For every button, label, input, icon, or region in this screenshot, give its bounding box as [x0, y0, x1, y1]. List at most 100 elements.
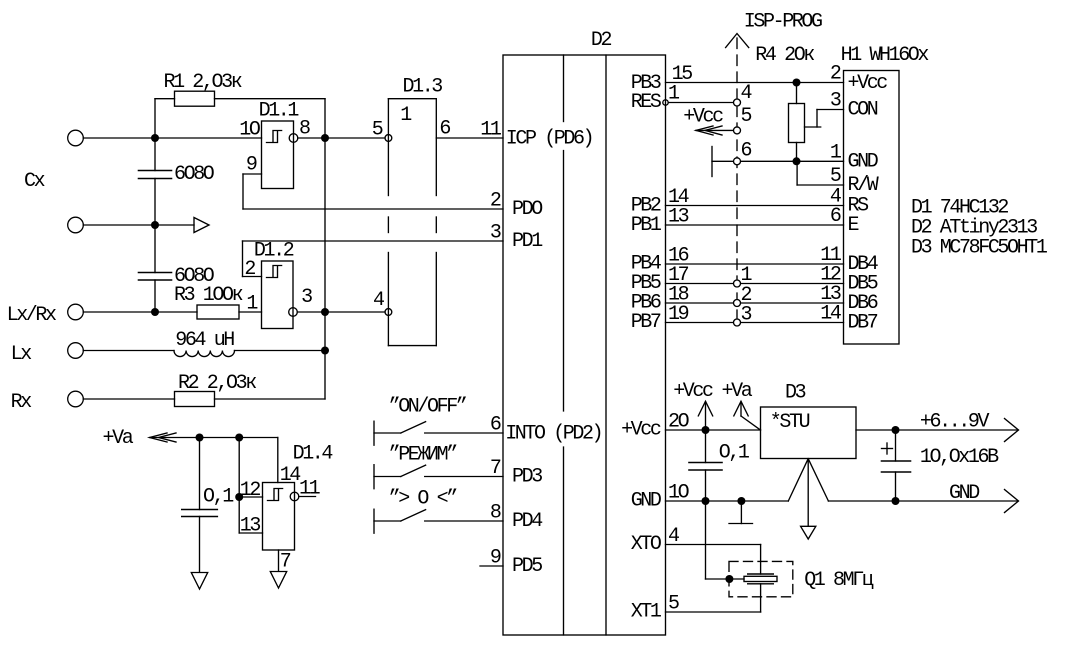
svg-text:*STU: *STU [770, 411, 810, 434]
svg-text:3: 3 [301, 286, 312, 309]
svg-text:+Va: +Va [722, 380, 753, 403]
svg-text:E: E [848, 214, 859, 237]
svg-text:2: 2 [830, 63, 841, 86]
svg-text:1O: 1O [668, 482, 689, 505]
svg-text:1O,Ox16В: 1O,Ox16В [920, 446, 999, 469]
svg-text:14: 14 [668, 186, 689, 209]
svg-text:Q1 8МГц: Q1 8МГц [804, 569, 874, 592]
svg-text:+Vcc: +Vcc [848, 72, 888, 95]
svg-text:R1 2,O3к: R1 2,O3к [164, 71, 242, 94]
svg-text:964 uH: 964 uH [175, 329, 234, 352]
svg-text:6O8O: 6O8O [174, 163, 214, 186]
svg-text:6: 6 [830, 205, 841, 228]
svg-text:R/W: R/W [848, 174, 879, 197]
svg-text:6: 6 [741, 140, 752, 163]
svg-text:DB6: DB6 [848, 292, 878, 315]
svg-text:14: 14 [280, 464, 301, 487]
svg-text:PB2: PB2 [631, 195, 661, 218]
svg-text:7: 7 [490, 457, 501, 480]
svg-text:ISP-PROG: ISP-PROG [744, 11, 822, 34]
svg-text:+Vcc: +Vcc [683, 106, 723, 129]
svg-text:13: 13 [820, 283, 841, 306]
svg-text:13: 13 [240, 515, 261, 538]
svg-text:+Vcc: +Vcc [673, 380, 713, 403]
svg-text:5: 5 [668, 593, 679, 616]
svg-text:6O8O: 6O8O [174, 265, 214, 288]
svg-text:PD3: PD3 [512, 466, 542, 489]
svg-text:PD4: PD4 [512, 510, 542, 533]
svg-text:H1 WH16Ox: H1 WH16Ox [841, 44, 930, 67]
svg-text:DB5: DB5 [848, 273, 878, 296]
svg-text:CON: CON [848, 99, 878, 122]
svg-text:9: 9 [490, 547, 501, 570]
svg-text:XTO: XTO [631, 533, 661, 556]
svg-text:19: 19 [668, 303, 689, 326]
svg-text:”РЕЖИМ”: ”РЕЖИМ” [389, 444, 458, 467]
svg-text:GND: GND [949, 482, 979, 505]
svg-text:8: 8 [490, 502, 501, 525]
svg-text:GND: GND [848, 151, 878, 174]
svg-text:3: 3 [830, 90, 841, 113]
svg-text:17: 17 [668, 264, 689, 287]
svg-text:18: 18 [668, 284, 689, 307]
svg-text:11: 11 [820, 244, 842, 267]
svg-text:R2 2,O3к: R2 2,O3к [178, 372, 256, 395]
svg-text:7: 7 [280, 551, 291, 574]
svg-text:16: 16 [668, 245, 689, 268]
svg-text:3: 3 [490, 222, 501, 245]
svg-text:D1.2: D1.2 [254, 240, 294, 263]
svg-text:11: 11 [299, 478, 321, 501]
svg-text:DB4: DB4 [848, 253, 878, 276]
svg-text:R4 2Oк: R4 2Oк [755, 44, 814, 67]
svg-text:D1 74HC132: D1 74HC132 [911, 197, 1008, 220]
svg-text:2: 2 [244, 258, 255, 281]
svg-text:XT1: XT1 [631, 601, 662, 624]
svg-text:6: 6 [439, 118, 450, 141]
svg-text:5: 5 [741, 105, 752, 128]
svg-text:+Vcc: +Vcc [621, 419, 661, 442]
svg-text:D3: D3 [785, 382, 806, 405]
svg-text:11: 11 [480, 119, 502, 142]
svg-text:D1.3: D1.3 [403, 76, 443, 99]
svg-text:D3 MC78FC5OHT1: D3 MC78FC5OHT1 [911, 237, 1048, 260]
svg-text:8: 8 [299, 118, 310, 141]
svg-text:R3 1OOк: R3 1OOк [174, 284, 243, 307]
svg-text:PB4: PB4 [631, 253, 661, 276]
svg-text:Cx: Cx [24, 170, 46, 193]
svg-text:3: 3 [741, 304, 752, 327]
svg-text:4: 4 [668, 525, 679, 548]
svg-text:PB5: PB5 [631, 272, 661, 295]
svg-text:6: 6 [490, 414, 501, 437]
svg-text:1O: 1O [239, 119, 260, 142]
svg-text:PD1: PD1 [512, 230, 543, 253]
svg-text:D1.4: D1.4 [293, 443, 333, 466]
svg-text:DB7: DB7 [848, 312, 878, 335]
svg-text:D2: D2 [591, 29, 612, 52]
svg-text:Lx/Rx: Lx/Rx [7, 304, 57, 327]
svg-text:PD5: PD5 [512, 555, 542, 578]
svg-text:PDO: PDO [512, 198, 542, 221]
svg-text:12: 12 [240, 479, 261, 502]
svg-text:4: 4 [373, 289, 384, 312]
svg-text:13: 13 [668, 206, 689, 229]
svg-text:RS: RS [848, 195, 870, 218]
svg-text:+6...9V: +6...9V [920, 411, 990, 434]
svg-text:”ON/OFF”: ”ON/OFF” [389, 396, 467, 419]
svg-text:12: 12 [820, 264, 841, 287]
svg-text:Rx: Rx [11, 391, 33, 414]
svg-text:15: 15 [672, 63, 693, 86]
svg-text:RES: RES [631, 91, 662, 114]
svg-text:PB6: PB6 [631, 292, 661, 315]
svg-text:5: 5 [372, 119, 383, 142]
svg-text:2: 2 [490, 190, 501, 213]
svg-text:2O: 2O [668, 411, 689, 434]
svg-text:PB7: PB7 [631, 311, 661, 334]
svg-text:9: 9 [246, 154, 257, 177]
svg-text:INTO (PD2): INTO (PD2) [505, 423, 601, 446]
svg-text:ICP (PD6): ICP (PD6) [506, 128, 592, 151]
svg-text:GND: GND [631, 490, 661, 513]
svg-text:D2 ATtiny2313: D2 ATtiny2313 [911, 217, 1037, 240]
svg-text:O,1: O,1 [719, 442, 750, 465]
svg-text:O,1: O,1 [203, 486, 234, 509]
svg-text:”> O <”: ”> O <” [389, 488, 458, 511]
